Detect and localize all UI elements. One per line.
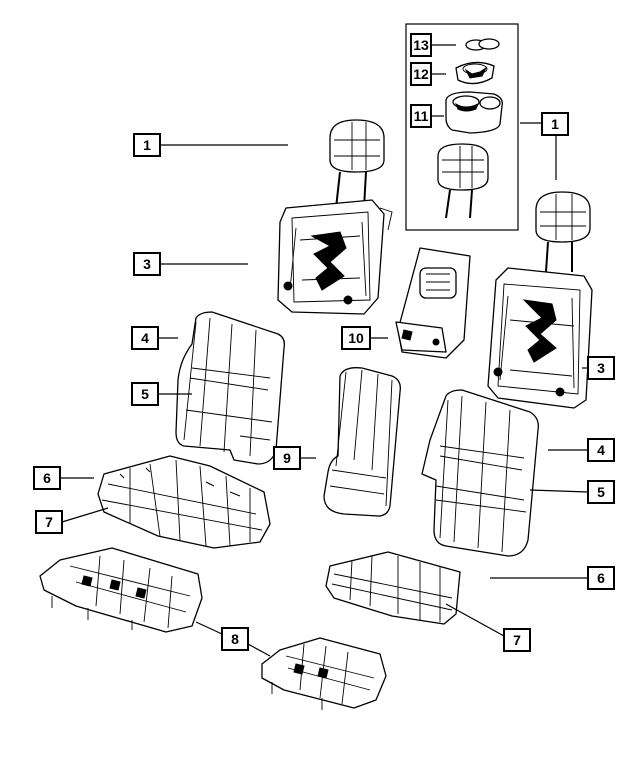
left-seat-back-cushion <box>175 311 286 465</box>
callout-1-right-text: 1 <box>551 116 559 132</box>
callout-1-left-text: 1 <box>143 137 151 153</box>
callout-4-right-text: 4 <box>597 442 605 458</box>
callout-6-right-text: 6 <box>597 570 605 586</box>
right-head-restraint <box>535 191 591 273</box>
callout-1-left: 1 <box>133 133 161 157</box>
left-seat-cushion <box>97 455 271 549</box>
inset-frame <box>405 23 519 231</box>
callout-6-right: 6 <box>587 566 615 590</box>
callout-3-right-text: 3 <box>597 360 605 376</box>
callout-1-right: 1 <box>541 112 569 136</box>
callout-7-right-text: 7 <box>513 632 521 648</box>
callout-5-left: 5 <box>131 382 159 406</box>
part-11-cupholder-bin <box>445 91 503 134</box>
callout-6-left-text: 6 <box>43 470 51 486</box>
left-seat-back-frame <box>277 199 393 315</box>
callout-4-left: 4 <box>131 326 159 350</box>
callout-3-left: 3 <box>133 252 161 276</box>
callout-9-text: 9 <box>283 450 291 466</box>
left-head-restraint <box>329 119 385 209</box>
callout-7-left-text: 7 <box>45 514 53 530</box>
callout-7-right: 7 <box>503 628 531 652</box>
callout-10: 10 <box>341 326 371 350</box>
inset-head-restraint <box>437 143 489 219</box>
callout-9: 9 <box>273 446 301 470</box>
callout-11-text: 11 <box>414 108 429 124</box>
callout-5-left-text: 5 <box>141 386 149 402</box>
part-13-rings <box>465 38 500 51</box>
left-seat-pan-frame <box>39 547 203 633</box>
leader-lines <box>60 44 589 657</box>
callout-6-left: 6 <box>33 466 61 490</box>
callout-4-right: 4 <box>587 438 615 462</box>
callout-13-text: 13 <box>413 37 429 53</box>
callout-3-left-text: 3 <box>143 256 151 272</box>
part-12-cupholder-insert <box>455 61 495 85</box>
callout-10-text: 10 <box>348 330 364 346</box>
callout-12: 12 <box>410 62 432 86</box>
callout-8-text: 8 <box>231 631 239 647</box>
right-seat-back-frame <box>487 267 593 409</box>
callout-7-left: 7 <box>35 510 63 534</box>
callout-13: 13 <box>410 33 432 57</box>
right-seat-pan-frame <box>261 637 387 710</box>
right-seat-back-cushion <box>421 389 539 557</box>
callout-3-right: 3 <box>587 356 615 380</box>
armrest-cushion <box>323 367 401 517</box>
callout-5-right: 5 <box>587 480 615 504</box>
callout-12-text: 12 <box>413 66 429 82</box>
callout-5-right-text: 5 <box>597 484 605 500</box>
callout-8: 8 <box>221 627 249 651</box>
callout-4-left-text: 4 <box>141 330 149 346</box>
right-seat-cushion <box>325 551 461 625</box>
callout-11: 11 <box>410 104 432 128</box>
armrest-frame <box>395 247 471 359</box>
